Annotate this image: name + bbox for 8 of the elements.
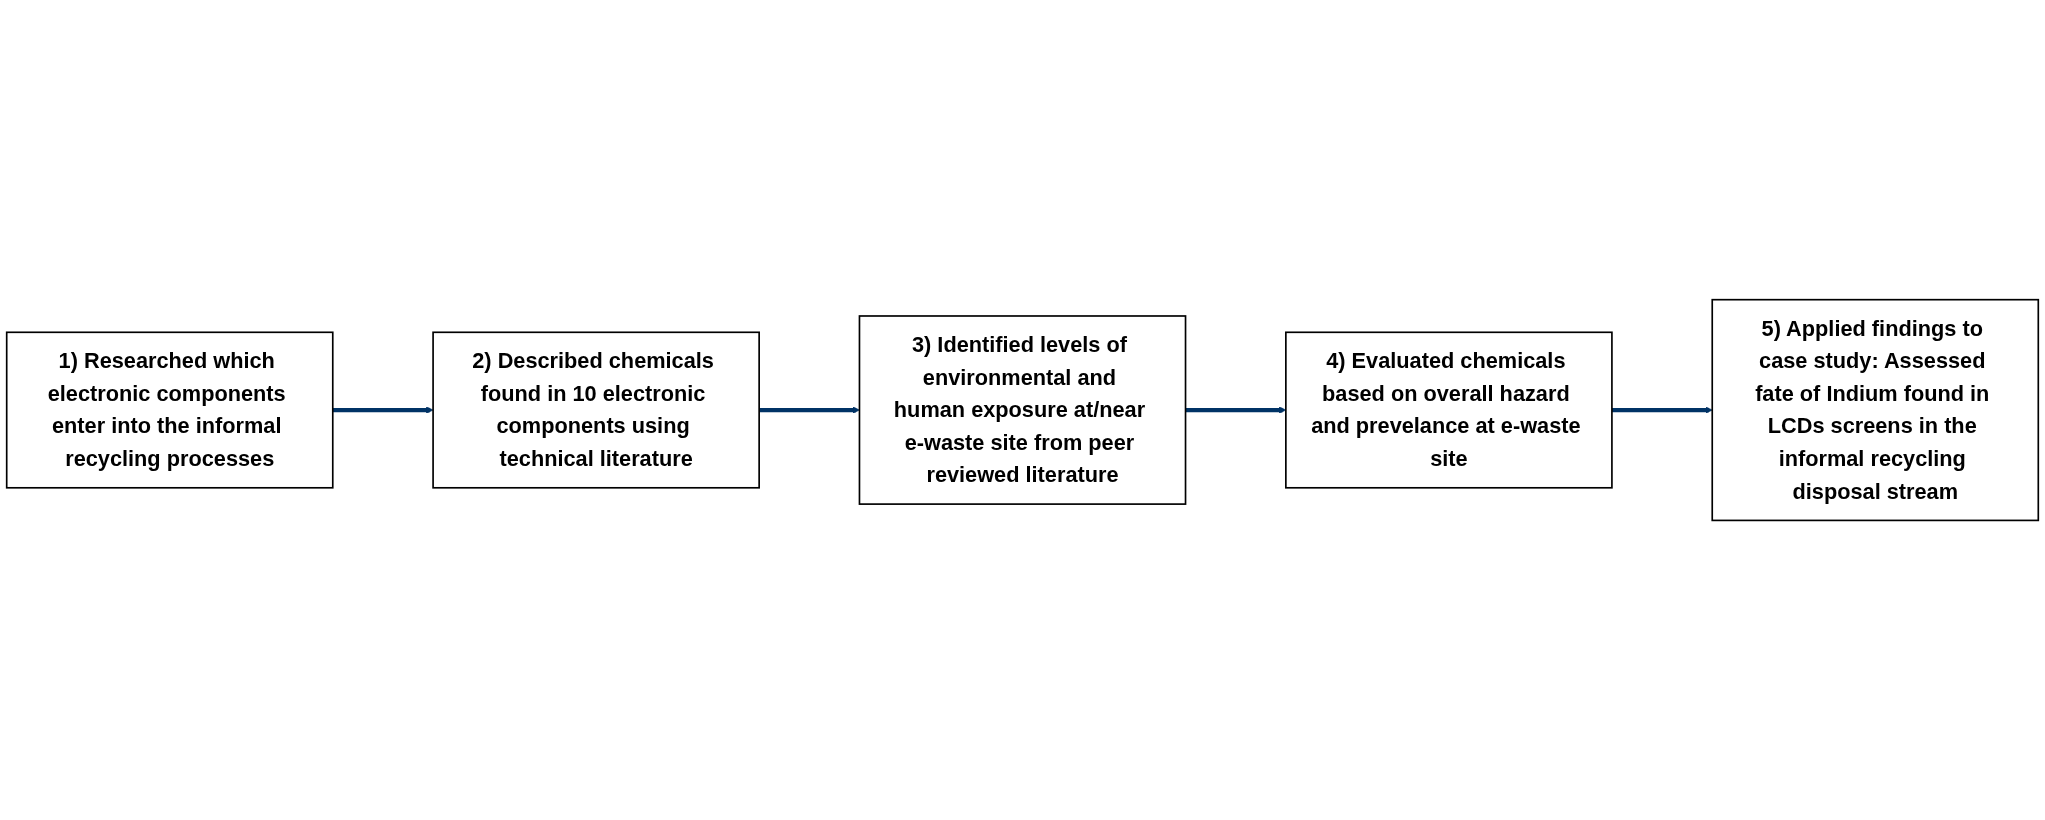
arrow bbox=[1611, 406, 1713, 414]
node-box: 2) Described chemicals found in 10 electronic components using technical literature bbox=[432, 331, 760, 489]
arrow bbox=[332, 406, 434, 414]
node-box: 1) Researched which electronic components enter into the informal recycling processes bbox=[5, 331, 334, 489]
arrow bbox=[759, 406, 860, 414]
node-box: 3) Identified levels of environmental and human exposure at/near e-waste site from peer reviewed literature bbox=[858, 315, 1187, 505]
node-box: 5) Applied findings to case study: Assessed fate of Indium found in LCDs screens in the informal recycling disposal stream bbox=[1711, 298, 2040, 522]
node-box: 4) Evaluated chemicals based on overall hazard and prevelance at e-waste site bbox=[1285, 331, 1613, 489]
